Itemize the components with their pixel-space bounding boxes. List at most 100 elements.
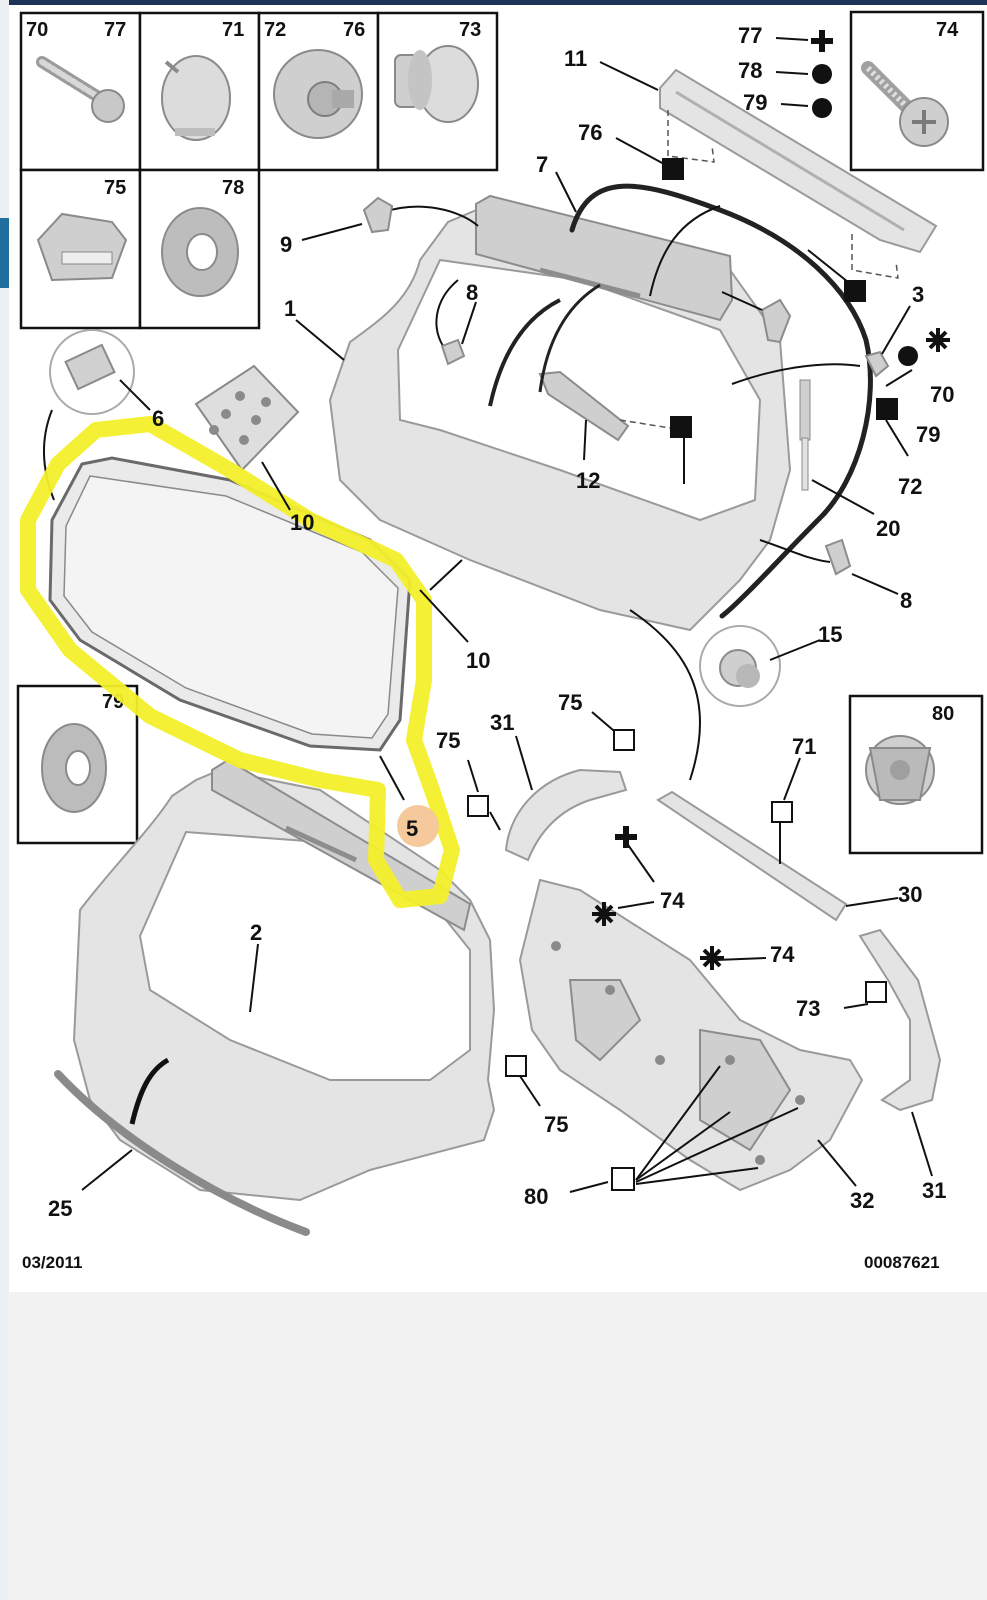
callout: 20 bbox=[876, 516, 900, 541]
box-label: 75 bbox=[104, 177, 126, 199]
box-label: 74 bbox=[936, 19, 959, 41]
callout: 31 bbox=[922, 1178, 946, 1203]
exploded-parts-diagram: 70 77 71 72 76 73 bbox=[16, 10, 985, 1272]
hinge-part bbox=[362, 196, 394, 234]
callout: 11 bbox=[564, 46, 587, 71]
handle-part bbox=[129, 1057, 170, 1125]
screw-icon bbox=[861, 61, 949, 147]
box-label: 71 bbox=[222, 19, 244, 41]
legend-top-right: 77 78 79 bbox=[738, 23, 833, 118]
tailgate-upper bbox=[328, 194, 792, 632]
side-trim-part bbox=[504, 768, 628, 862]
callout: 10 bbox=[290, 510, 314, 535]
callout: 30 bbox=[898, 882, 922, 907]
washer-icon bbox=[161, 207, 239, 297]
inset-box-78: 78 bbox=[138, 168, 261, 330]
callout: 72 bbox=[898, 474, 922, 499]
legend-number: 77 bbox=[738, 23, 762, 48]
trim-strip-part bbox=[54, 1070, 310, 1236]
callout: 8 bbox=[900, 588, 912, 613]
rivet-clip-icon bbox=[865, 735, 935, 805]
callout: 74 bbox=[660, 888, 685, 913]
callout: 1 bbox=[284, 296, 296, 321]
box-label: 70 bbox=[26, 19, 48, 41]
blank-area bbox=[9, 1292, 987, 1600]
top-bar bbox=[0, 0, 987, 5]
box-label: 72 bbox=[264, 19, 286, 41]
bracket-part bbox=[824, 538, 852, 576]
spoiler-part bbox=[659, 68, 938, 279]
seal-part-inner bbox=[488, 298, 561, 407]
callout: 31 bbox=[490, 710, 514, 735]
highlight-outline bbox=[20, 416, 460, 908]
inset-box-72-76: 72 76 bbox=[257, 11, 380, 172]
left-accent bbox=[0, 218, 9, 288]
callout: 7 bbox=[536, 152, 548, 177]
hinge-part bbox=[760, 298, 792, 344]
nut-washer-icon bbox=[273, 49, 363, 139]
detail-circle-6 bbox=[43, 329, 135, 501]
plus-icon bbox=[811, 30, 833, 52]
callout: 79 bbox=[916, 422, 940, 447]
callout-labels: 11 7 76 9 1 8 3 70 79 72 12 20 8 6 10 10… bbox=[48, 46, 954, 1221]
upper-trim-part bbox=[656, 790, 848, 922]
detail-circle-15 bbox=[699, 625, 781, 707]
box-label: 73 bbox=[459, 19, 481, 41]
left-strip bbox=[0, 0, 9, 1600]
circle-icon bbox=[812, 98, 832, 118]
box-label: 78 bbox=[222, 177, 244, 199]
markers bbox=[467, 158, 950, 1191]
callout: 6 bbox=[152, 406, 164, 431]
circle-icon bbox=[812, 64, 832, 84]
interior-trim-panel bbox=[518, 878, 864, 1192]
callout: 3 bbox=[912, 282, 924, 307]
callout: 73 bbox=[796, 996, 820, 1021]
legend-number: 78 bbox=[738, 58, 762, 83]
bolt-icon bbox=[36, 56, 125, 123]
callout: 2 bbox=[250, 920, 262, 945]
callout: 12 bbox=[576, 468, 600, 493]
callout: 76 bbox=[578, 120, 602, 145]
callout: 8 bbox=[466, 280, 478, 305]
highlight-badge bbox=[397, 805, 439, 847]
callout: 80 bbox=[524, 1184, 548, 1209]
inset-box-73: 73 bbox=[376, 11, 499, 172]
box-label: 80 bbox=[932, 703, 954, 725]
bracket-part bbox=[440, 338, 466, 366]
callout: 75 bbox=[436, 728, 460, 753]
callout: 75 bbox=[544, 1112, 568, 1137]
connector-icon bbox=[36, 212, 128, 282]
side-trim-part bbox=[858, 928, 942, 1112]
star-icon bbox=[592, 902, 616, 926]
callout: 74 bbox=[770, 942, 795, 967]
callout: 9 bbox=[280, 232, 292, 257]
gas-strut-part bbox=[799, 379, 811, 491]
callout: 5 bbox=[406, 816, 418, 841]
inset-box-79: 79 bbox=[16, 684, 139, 845]
reference-number: 00087621 bbox=[864, 1253, 940, 1272]
callout: 71 bbox=[792, 734, 816, 759]
clip-part bbox=[864, 350, 890, 378]
legend-number: 79 bbox=[743, 90, 767, 115]
callout: 75 bbox=[558, 690, 582, 715]
push-clip-icon bbox=[394, 45, 479, 123]
box-label: 77 bbox=[104, 19, 126, 41]
clip-icon bbox=[161, 55, 231, 141]
inset-box-80: 80 bbox=[848, 694, 984, 855]
leader-lines bbox=[81, 61, 933, 1193]
callout: 10 bbox=[466, 648, 490, 673]
inset-box-70-77: 70 77 bbox=[19, 11, 142, 172]
inset-box-74: 74 bbox=[849, 10, 985, 172]
callout: 32 bbox=[850, 1188, 874, 1213]
callout: 25 bbox=[48, 1196, 72, 1221]
box-label: 76 bbox=[343, 19, 365, 41]
callout: 70 bbox=[930, 382, 954, 407]
parts-bag bbox=[194, 364, 300, 472]
inset-box-71: 71 bbox=[138, 11, 261, 172]
callout: 15 bbox=[818, 622, 842, 647]
inset-box-75: 75 bbox=[19, 168, 142, 330]
plus-icon bbox=[615, 826, 637, 848]
date-code: 03/2011 bbox=[22, 1253, 83, 1272]
star-icon bbox=[700, 946, 724, 970]
washer-icon bbox=[41, 723, 107, 813]
